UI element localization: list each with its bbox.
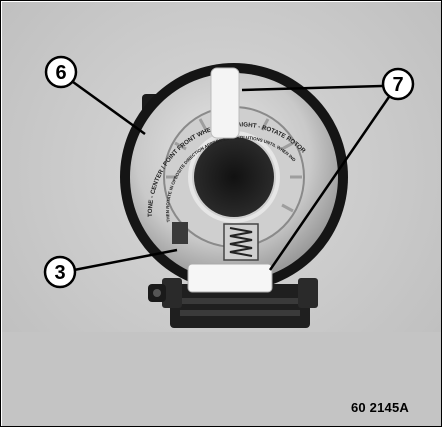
callout-7-label: 7 (392, 74, 403, 96)
figure-id: 60 2145A (351, 400, 409, 415)
upper-window (210, 67, 240, 139)
leader-lines (72, 80, 393, 272)
callout-3-label: 3 (54, 262, 65, 284)
callout-6: 6 (44, 55, 78, 89)
lower-window (187, 263, 273, 293)
connector-housing (162, 278, 318, 328)
spring-mechanism (223, 223, 259, 261)
callout-7: 7 (381, 67, 415, 101)
lock-tab (172, 222, 188, 244)
callout-6-label: 6 (55, 62, 66, 84)
callout-3: 3 (43, 255, 77, 289)
